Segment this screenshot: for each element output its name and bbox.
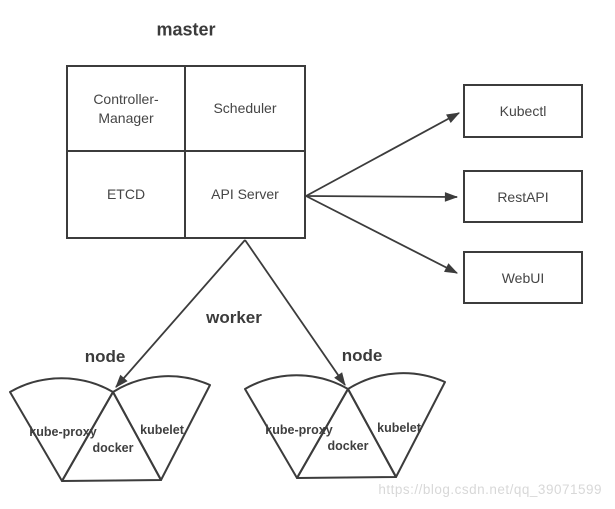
restapi-box: RestAPI <box>463 170 583 223</box>
node-fan-right <box>244 372 446 479</box>
docker-triangle <box>61 391 162 482</box>
kubelet-sector <box>112 375 211 481</box>
arrow-apiserver-to-restapi <box>305 192 459 202</box>
kube-proxy-label-left: kube-proxy <box>29 425 97 439</box>
master-box: Controller- Manager Scheduler ETCD API S… <box>66 65 306 239</box>
arrow-apiserver-to-kubectl <box>305 112 460 197</box>
docker-label-left: docker <box>92 441 134 455</box>
node-title-left: node <box>84 347 126 366</box>
kubelet-label-left: kubelet <box>140 423 184 437</box>
arrow-apiserver-to-node-right <box>244 239 346 386</box>
kube-proxy-sector <box>244 374 349 479</box>
webui-box: WebUI <box>463 251 583 304</box>
cell-controller-manager: Controller- Manager <box>68 67 186 152</box>
arrow-apiserver-to-webui <box>305 195 458 274</box>
webui-label: WebUI <box>501 269 545 286</box>
kubelet-sector <box>347 372 446 478</box>
kubelet-label-right: kubelet <box>377 421 421 435</box>
worker-title: worker <box>206 308 262 327</box>
node-fan-left <box>9 375 211 482</box>
docker-label-right: docker <box>327 439 369 453</box>
kube-proxy-sector <box>9 377 114 482</box>
arrow-apiserver-to-node-left <box>115 239 246 388</box>
cell-scheduler: Scheduler <box>186 67 304 152</box>
node-title-right: node <box>341 346 383 365</box>
cell-etcd: ETCD <box>68 152 186 237</box>
kubectl-label: Kubectl <box>499 103 547 119</box>
cell-api-server: API Server <box>211 186 279 203</box>
kubectl-box: Kubectl <box>463 84 583 138</box>
csdn-watermark: https://blog.csdn.net/qq_39071599 <box>378 482 602 497</box>
master-title: master <box>156 19 216 40</box>
restapi-label: RestAPI <box>497 188 549 205</box>
docker-triangle <box>296 388 397 479</box>
kube-proxy-label-right: kube-proxy <box>265 423 333 437</box>
